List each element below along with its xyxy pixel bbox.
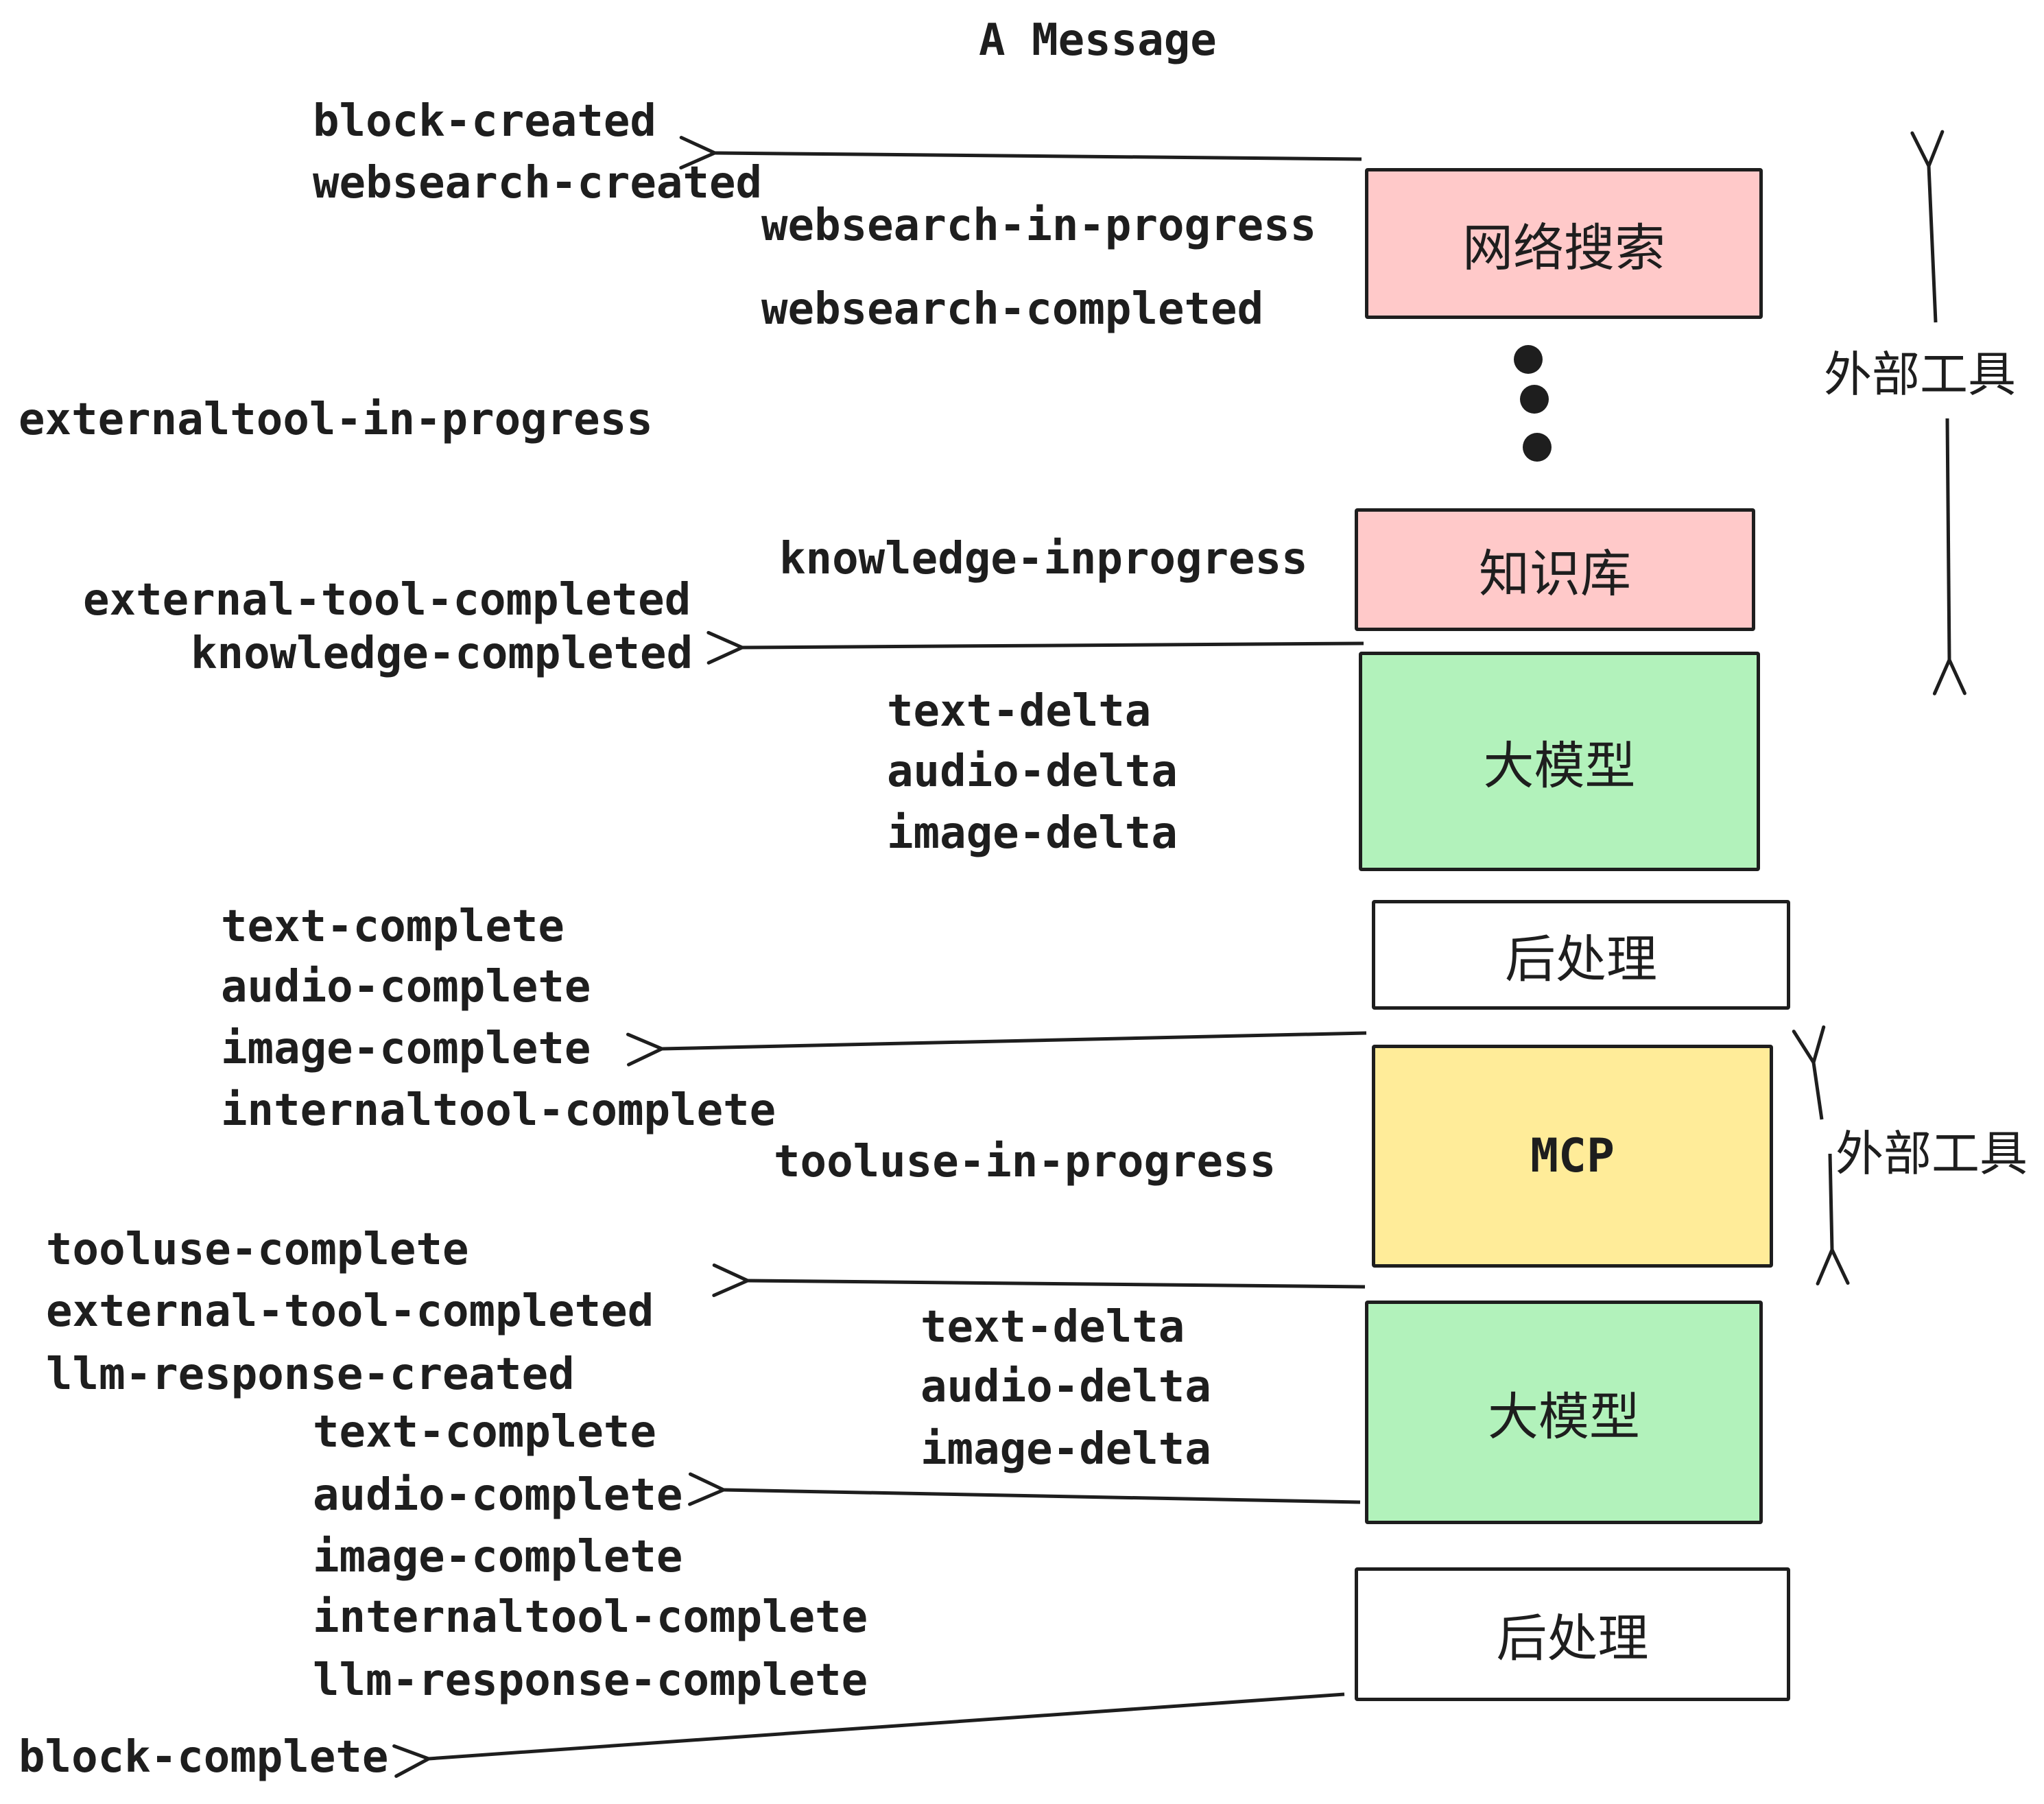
box-knowledge: 知识库	[1355, 508, 1755, 631]
box-postprocess-2-label: 后处理	[1496, 1609, 1649, 1668]
box-postprocess-2: 后处理	[1355, 1567, 1790, 1701]
arrow-to-websearch-created	[715, 153, 1362, 159]
event-image-delta-2: image-delta	[920, 1424, 1211, 1475]
event-text-delta-1: text-delta	[887, 686, 1152, 737]
event-block-created: block-created	[313, 96, 656, 147]
event-image-complete-1: image-complete	[221, 1023, 591, 1074]
external-tools-label-1: 外部工具	[1824, 346, 2016, 403]
event-audio-delta-1: audio-delta	[887, 746, 1178, 797]
external-tools-down-arrow-2	[1830, 1153, 1832, 1250]
event-external-tool-completed-2: external-tool-completed	[46, 1286, 654, 1337]
box-postprocess-1: 后处理	[1372, 900, 1790, 1010]
event-image-complete-2: image-complete	[313, 1532, 683, 1582]
event-image-delta-1: image-delta	[887, 808, 1178, 859]
event-text-delta-2: text-delta	[920, 1302, 1185, 1353]
event-audio-complete-1: audio-complete	[221, 962, 591, 1012]
event-websearch-created: websearch-created	[313, 158, 763, 209]
external-tools-up-arrow-1	[1929, 166, 1936, 323]
box-websearch-label: 网络搜索	[1462, 218, 1665, 278]
event-knowledge-completed: knowledge-completed	[191, 628, 693, 679]
diagram-title: A Message	[979, 15, 1217, 66]
box-knowledge-label: 知识库	[1479, 545, 1631, 604]
event-tooluse-complete: tooluse-complete	[46, 1224, 469, 1275]
event-knowledge-inprogress: knowledge-inprogress	[779, 534, 1308, 584]
arrow-to-image-complete	[662, 1031, 1367, 1049]
event-llm-response-complete: llm-response-complete	[313, 1655, 868, 1706]
arrow-to-tooluse-complete	[748, 1281, 1366, 1287]
external-tools-up-arrow-2	[1814, 1063, 1822, 1120]
event-text-complete-1: text-complete	[221, 901, 565, 952]
event-externaltool-in-progress: externaltool-in-progress	[19, 394, 653, 445]
event-tooluse-in-progress: tooluse-in-progress	[774, 1137, 1276, 1187]
box-llm-2: 大模型	[1365, 1301, 1763, 1524]
arrow-to-audio-complete	[724, 1490, 1361, 1502]
event-external-tool-completed-1: external-tool-completed	[83, 575, 691, 626]
box-llm-2-label: 大模型	[1488, 1387, 1640, 1447]
arrow-to-knowledge-completed	[742, 643, 1364, 648]
event-websearch-in-progress: websearch-in-progress	[761, 200, 1317, 251]
event-block-complete: block-complete	[19, 1732, 389, 1783]
ellipsis-dots	[1514, 345, 1552, 462]
box-llm-1-label: 大模型	[1483, 736, 1636, 796]
event-audio-complete-2: audio-complete	[313, 1470, 683, 1521]
event-websearch-completed: websearch-completed	[761, 284, 1264, 335]
box-mcp: MCP	[1372, 1045, 1773, 1268]
box-websearch: 网络搜索	[1365, 168, 1763, 319]
external-tools-label-2: 外部工具	[1835, 1126, 2028, 1182]
box-llm-1: 大模型	[1359, 652, 1760, 871]
event-text-complete-2: text-complete	[313, 1407, 656, 1458]
external-tools-down-arrow-1	[1947, 418, 1949, 660]
box-postprocess-1-label: 后处理	[1505, 929, 1657, 989]
box-mcp-label: MCP	[1530, 1129, 1615, 1183]
event-audio-delta-2: audio-delta	[920, 1362, 1211, 1412]
event-llm-response-created: llm-response-created	[46, 1349, 575, 1400]
event-internaltool-complete-1: internaltool-complete	[221, 1085, 776, 1136]
event-internaltool-complete-2: internaltool-complete	[313, 1592, 868, 1643]
